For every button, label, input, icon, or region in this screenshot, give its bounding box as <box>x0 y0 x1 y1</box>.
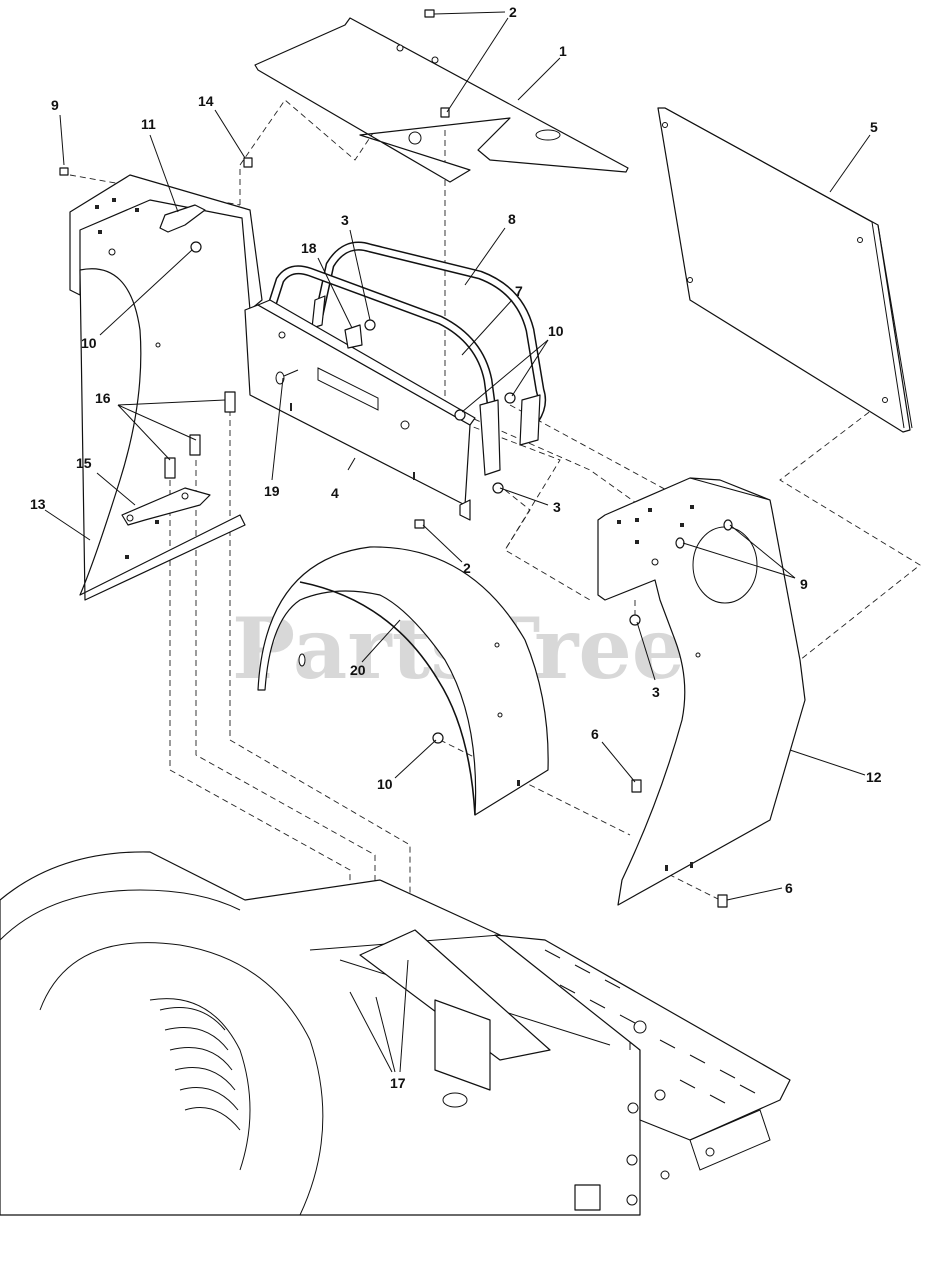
callout-3: 3 <box>652 684 660 700</box>
part-5-side-panel <box>657 107 913 433</box>
part-7-handle <box>267 265 541 476</box>
bolt-6-a <box>631 779 642 793</box>
callout-6: 6 <box>785 880 793 896</box>
bolt-9-left <box>59 167 69 176</box>
part-1-top-plate <box>254 17 629 183</box>
callout-6: 6 <box>591 726 599 742</box>
callout-7: 7 <box>515 283 523 299</box>
pin-9-b <box>675 537 685 549</box>
callout-10: 10 <box>548 323 564 339</box>
part-18-bracket <box>344 324 363 349</box>
callout-4: 4 <box>331 485 339 501</box>
callout-3: 3 <box>341 212 349 228</box>
nut-3-right <box>629 614 641 626</box>
callout-12: 12 <box>866 769 882 785</box>
bolt-16-a <box>224 391 236 413</box>
base-housing <box>0 851 791 1216</box>
callout-10: 10 <box>377 776 393 792</box>
callout-18: 18 <box>301 240 317 256</box>
bolt-2-bottom <box>414 519 425 529</box>
part-4-center-bracket <box>244 299 476 521</box>
nut-10-left <box>190 241 202 253</box>
callout-9: 9 <box>51 97 59 113</box>
bolt-16-b <box>189 434 201 456</box>
part-13-left-bracket <box>69 174 263 601</box>
bolt-6-b <box>717 894 728 908</box>
callout-1: 1 <box>559 43 567 59</box>
callout-20: 20 <box>350 662 366 678</box>
callout-5: 5 <box>870 119 878 135</box>
callout-9: 9 <box>800 576 808 592</box>
nut-3-center <box>364 319 376 331</box>
pin-9-a <box>723 519 733 531</box>
callout-13: 13 <box>30 496 46 512</box>
callout-8: 8 <box>508 211 516 227</box>
callout-15: 15 <box>76 455 92 471</box>
part-19-pin <box>275 369 299 385</box>
callout-17: 17 <box>390 1075 406 1091</box>
bolt-2-top <box>424 9 435 18</box>
part-12-right-bracket <box>597 477 806 906</box>
leader-lines <box>44 11 871 1073</box>
part-11-clip <box>159 204 206 233</box>
nut-2-top <box>440 107 450 118</box>
bolt-16-c <box>164 457 176 479</box>
nut-10-mid <box>454 409 466 421</box>
callout-2: 2 <box>463 560 471 576</box>
callout-16: 16 <box>95 390 111 406</box>
nut-3-bottom <box>492 482 504 494</box>
part-20-shroud <box>257 546 549 816</box>
clip-14 <box>243 157 253 168</box>
callout-3: 3 <box>553 499 561 515</box>
callout-10: 10 <box>81 335 97 351</box>
callout-14: 14 <box>198 93 214 109</box>
callouts: 2 1 5 9 11 14 3 8 18 7 10 10 16 15 19 4 … <box>30 4 882 1091</box>
callout-2: 2 <box>509 4 517 20</box>
callout-19: 19 <box>264 483 280 499</box>
part-15-strap <box>121 487 211 526</box>
callout-11: 11 <box>141 116 156 132</box>
part-8-handle <box>313 241 547 423</box>
